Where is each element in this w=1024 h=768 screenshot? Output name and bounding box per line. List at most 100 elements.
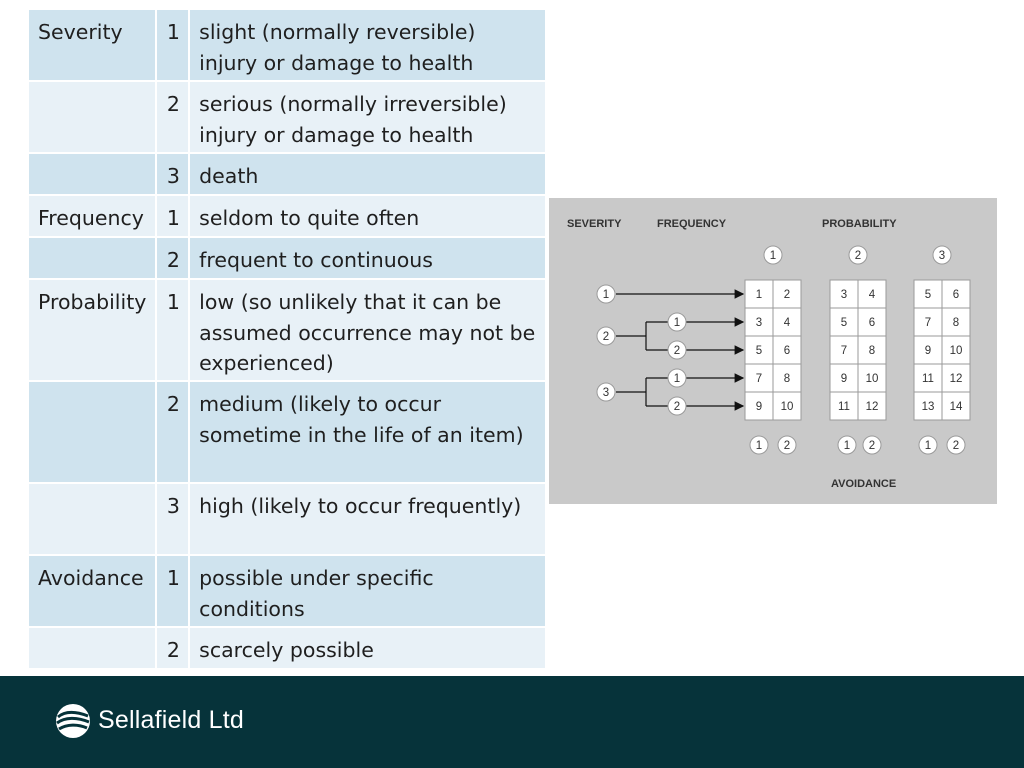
level-circle — [596, 326, 616, 346]
level-circle — [848, 245, 868, 265]
grid-cell: 4 — [869, 289, 876, 301]
grid-cell: 5 — [756, 345, 762, 357]
severity-level-2: 2 — [596, 326, 616, 346]
severity-level-1: 1 — [596, 284, 616, 304]
level-circle — [763, 245, 783, 265]
probability-header: PROBABILITY — [822, 218, 897, 230]
description-cell: serious (normally irreversible) injury o… — [188, 80, 547, 154]
table-row: Frequency 1 seldom to quite often — [27, 194, 547, 238]
grid-cell: 8 — [784, 373, 790, 385]
category-cell: Severity — [27, 8, 157, 82]
frequency-level-circle: 2 — [667, 340, 687, 360]
level-circle — [667, 368, 687, 388]
grid-cell: 11 — [922, 373, 934, 385]
level-circle-label: 2 — [674, 401, 680, 413]
level-circle — [596, 284, 616, 304]
frequency-level-circle: 1 — [667, 368, 687, 388]
category-cell — [27, 626, 157, 670]
level-circle-label: 1 — [674, 373, 680, 385]
grid-cell: 10 — [781, 401, 794, 413]
grid-cell: 10 — [950, 345, 963, 357]
description-cell: medium (likely to occur sometime in the … — [188, 380, 547, 484]
level-cell: 2 — [154, 80, 191, 154]
category-cell: Frequency — [27, 194, 157, 238]
grid-cell: 13 — [922, 401, 935, 413]
level-circle — [918, 435, 938, 455]
risk-parameter-table: Severity 1 slight (normally reversible) … — [27, 8, 547, 670]
sellafield-logo-icon — [56, 704, 90, 738]
risk-grid-probability-2: 3 4 5 6 7 8 9 10 11 12 — [829, 279, 887, 421]
category-cell — [27, 380, 157, 484]
grid-cell: 7 — [925, 317, 931, 329]
level-cell: 1 — [154, 194, 191, 238]
grid-cell: 10 — [866, 373, 879, 385]
category-cell — [27, 236, 157, 280]
table-row: 2 scarcely possible — [27, 626, 547, 670]
grid-cell: 6 — [869, 317, 875, 329]
description-cell: low (so unlikely that it can be assumed … — [188, 278, 547, 382]
level-cell: 3 — [154, 482, 191, 556]
grid-cell: 14 — [950, 401, 963, 413]
frequency-header: FREQUENCY — [657, 218, 727, 230]
level-circle — [777, 435, 797, 455]
grid-cell: 3 — [841, 289, 847, 301]
probability-level-2: 2 — [848, 245, 868, 265]
frequency-level-circle: 2 — [667, 396, 687, 416]
level-cell: 3 — [154, 152, 191, 196]
category-cell: Probability — [27, 278, 157, 382]
grid-cell: 9 — [756, 401, 762, 413]
level-circle — [667, 396, 687, 416]
level-circle-label: 1 — [925, 440, 931, 452]
description-cell: scarcely possible — [188, 626, 547, 670]
grid-cell: 2 — [784, 289, 790, 301]
grid-cell: 8 — [953, 317, 959, 329]
level-circle-label: 2 — [784, 440, 790, 452]
grid-cell: 3 — [756, 317, 762, 329]
grid-cell: 7 — [756, 373, 762, 385]
level-circle — [667, 312, 687, 332]
description-cell: slight (normally reversible) injury or d… — [188, 8, 547, 82]
level-circle-label: 2 — [869, 440, 875, 452]
risk-grid-probability-1: 1 2 3 4 5 6 7 8 9 10 — [744, 279, 802, 421]
description-cell: high (likely to occur frequently) — [188, 482, 547, 556]
grid-cell: 5 — [841, 317, 847, 329]
category-cell — [27, 80, 157, 154]
severity-header: SEVERITY — [567, 218, 622, 230]
level-circle-label: 2 — [855, 250, 861, 262]
level-cell: 2 — [154, 236, 191, 280]
level-circle-label: 2 — [603, 331, 609, 343]
description-cell: seldom to quite often — [188, 194, 547, 238]
grid-cell: 12 — [866, 401, 879, 413]
level-circle — [667, 340, 687, 360]
category-cell — [27, 152, 157, 196]
level-circle-label: 2 — [953, 440, 959, 452]
level-circle-label: 3 — [939, 250, 945, 262]
level-circle-label: 3 — [603, 387, 609, 399]
table-row: 2 serious (normally irreversible) injury… — [27, 80, 547, 154]
level-cell: 1 — [154, 8, 191, 82]
level-circle — [946, 435, 966, 455]
level-circle-label: 1 — [770, 250, 776, 262]
table-row: Severity 1 slight (normally reversible) … — [27, 8, 547, 82]
grid-cell: 1 — [756, 289, 762, 301]
level-circle — [596, 382, 616, 402]
level-cell: 1 — [154, 278, 191, 382]
level-circle — [749, 435, 769, 455]
level-circle — [932, 245, 952, 265]
table-row: 2 frequent to continuous — [27, 236, 547, 280]
level-circle-label: 1 — [844, 440, 850, 452]
avoidance-circles: 1 2 1 2 1 2 — [749, 435, 966, 455]
level-circle — [862, 435, 882, 455]
level-circle-label: 1 — [603, 289, 609, 301]
grid-cell: 9 — [925, 345, 931, 357]
severity-level-3: 3 — [596, 382, 616, 402]
grid-cell: 5 — [925, 289, 931, 301]
description-cell: frequent to continuous — [188, 236, 547, 280]
level-circle-label: 1 — [674, 317, 680, 329]
grid-cell: 11 — [838, 401, 850, 413]
probability-level-3: 3 — [932, 245, 952, 265]
grid-cell: 8 — [869, 345, 875, 357]
table-row: Probability 1 low (so unlikely that it c… — [27, 278, 547, 382]
connector-lines — [616, 289, 745, 411]
level-circle-label: 1 — [756, 440, 762, 452]
